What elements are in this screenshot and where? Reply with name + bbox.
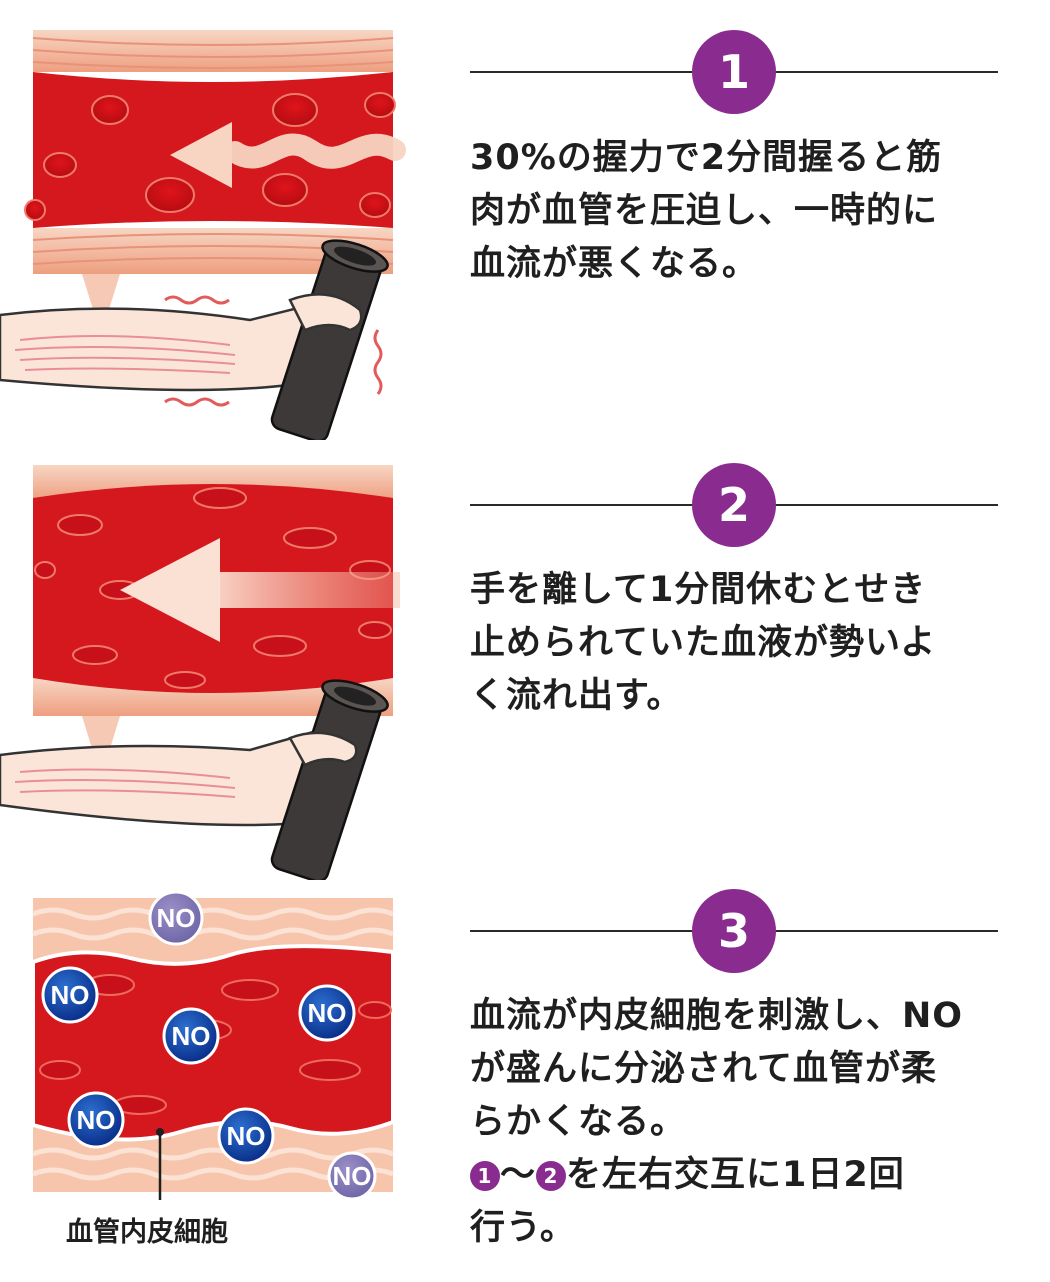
left-arrow-icon: [120, 538, 220, 642]
step-number-badge: 3: [692, 889, 776, 973]
mini-badge-2: 2: [536, 1161, 567, 1191]
step-text-line: 血流が悪くなる。: [470, 244, 759, 284]
no-release-illustration: NO NO NO NO NO NO NO: [31, 890, 395, 1200]
svg-text:NO: NO: [51, 980, 90, 1010]
step-number-badge: 1: [692, 30, 776, 114]
step-text-line: 肉が血管を圧迫し、一時的に: [470, 191, 939, 231]
squeeze-marks: [164, 295, 383, 407]
repeat-text: を左右交互に1日2回: [566, 1155, 905, 1195]
red-blood-cells: [24, 92, 396, 221]
grip-tool: [270, 239, 389, 440]
step-text-line: らかくなる。: [470, 1102, 687, 1142]
no-molecule: NO: [327, 1151, 377, 1200]
arrow-shaft: [200, 572, 400, 608]
endothelial-cell-caption: 血管内皮細胞: [66, 1217, 228, 1248]
no-molecule: NO: [41, 966, 99, 1024]
svg-text:NO: NO: [333, 1161, 372, 1191]
wavy-arrow-icon: [224, 133, 406, 169]
no-molecule: NO: [162, 1007, 220, 1065]
mini-badge-1: 1: [470, 1161, 500, 1191]
no-molecules: NO NO NO NO NO NO NO: [41, 890, 377, 1200]
step-text-line: 止められていた血液が勢いよ: [470, 623, 937, 663]
tilde: ～: [500, 1155, 537, 1195]
svg-text:NO: NO: [77, 1105, 116, 1135]
step-1: 1 30%の握力で2分間握ると筋 肉が血管を圧迫し、一時的に 血流が悪くなる。: [0, 0, 1050, 440]
arrow-head-icon: [170, 122, 232, 188]
muscle-lines: [14, 335, 236, 374]
svg-text:NO: NO: [308, 998, 347, 1028]
svg-text:NO: NO: [172, 1021, 211, 1051]
no-molecule: NO: [217, 1107, 275, 1165]
step-3: NO NO NO NO NO NO NO 血管内皮細胞 3 血流が内皮細胞を刺激…: [0, 880, 1050, 1282]
compressed-vessel-illustration: [0, 30, 406, 440]
step-text-line: が盛んに分泌されて血管が柔: [470, 1049, 937, 1089]
grip-tool: [270, 679, 389, 880]
step-2: 2 手を離して1分間休むとせき 止められていた血液が勢いよ く流れ出す。: [0, 440, 1050, 880]
no-molecule: NO: [67, 1091, 125, 1149]
step-description: 手を離して1分間休むとせき 止められていた血液が勢いよ く流れ出す。: [470, 564, 1010, 723]
step-description: 30%の握力で2分間握ると筋 肉が血管を圧迫し、一時的に 血流が悪くなる。: [470, 132, 1010, 291]
no-molecule: NO: [298, 984, 356, 1042]
step-text-line: 手を離して1分間休むとせき: [470, 570, 927, 610]
muscle-lines: [14, 768, 236, 798]
svg-text:NO: NO: [157, 903, 196, 933]
step-text-line: く流れ出す。: [470, 676, 683, 716]
step-text-line: 血流が内皮細胞を刺激し、NO: [470, 996, 964, 1036]
step-number-badge: 2: [692, 463, 776, 547]
step-text-line: 行う。: [470, 1208, 576, 1248]
step-text-line: 30%の握力で2分間握ると筋: [470, 138, 943, 178]
svg-text:NO: NO: [227, 1121, 266, 1151]
no-molecule: NO: [148, 890, 204, 946]
released-flow-illustration: [0, 465, 400, 880]
